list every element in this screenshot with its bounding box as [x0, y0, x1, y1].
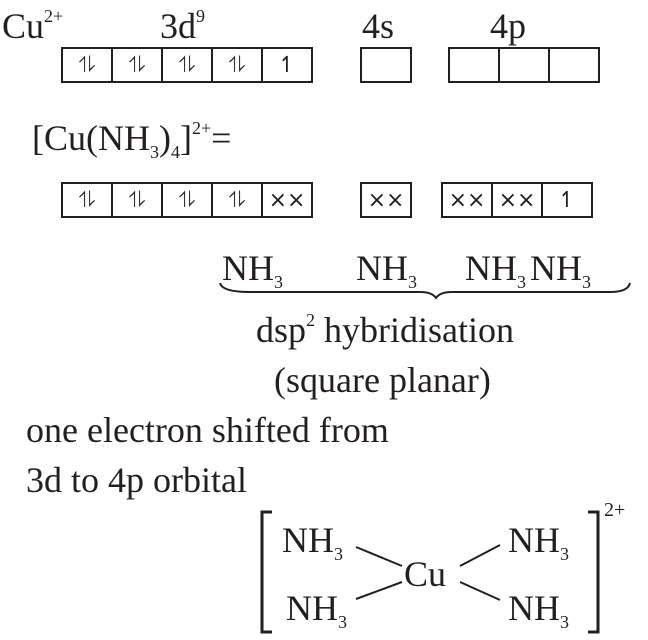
- geometry-text: (square planar): [274, 360, 491, 400]
- ligand-sub: 3: [560, 612, 569, 632]
- ligand-label: NH3: [222, 248, 283, 291]
- structure-center-cu: Cu: [404, 554, 447, 594]
- ligand-base: NH: [508, 520, 560, 560]
- label-3d-text: 3d: [160, 6, 196, 46]
- formula-equals: =: [211, 118, 232, 158]
- hyb-sup: 2: [306, 310, 316, 330]
- orbital-box: ××: [441, 182, 493, 218]
- ligand-sub: 3: [338, 612, 347, 632]
- ligand-sub: 3: [582, 272, 591, 292]
- row2-3d-orbitals: ⥮ ⥮ ⥮ ⥮ ××: [61, 182, 313, 218]
- hybridisation-text: dsp2 hybridisation: [256, 310, 514, 350]
- ligand-label: NH3: [465, 248, 526, 291]
- single-electron-arrow: ↿: [557, 187, 577, 213]
- label-4p: 4p: [490, 6, 526, 46]
- ligand-electron-pair: ××: [367, 187, 405, 213]
- ligand-base: NH: [356, 248, 408, 288]
- ligand-electron-pair: ××: [268, 187, 306, 213]
- row1-4s-orbital: [360, 47, 412, 83]
- label-4s: 4s: [362, 6, 395, 46]
- orbital-box-empty: [548, 47, 600, 83]
- row2-4p-orbitals: ×× ×× ↿: [441, 182, 593, 218]
- right-bracket: [588, 510, 600, 634]
- structure-ligand-bottom-left: NH3: [286, 588, 347, 631]
- structure-ligand-top-left: NH3: [282, 520, 343, 563]
- electron-pair-arrow: ⥮: [79, 52, 95, 78]
- row1-4p-orbitals: [448, 47, 600, 83]
- bond-line: [459, 544, 501, 567]
- ligand-label: NH3: [356, 248, 417, 291]
- electron-pair-arrow: ⥮: [179, 187, 195, 213]
- cu-charge: 2+: [44, 6, 64, 26]
- ligand-sub: 3: [334, 544, 343, 564]
- complex-formula: [Cu(NH3)4]2+=: [32, 118, 232, 161]
- cu-ion-label: Cu2+: [2, 6, 64, 46]
- electron-pair-arrow: ⥮: [129, 187, 145, 213]
- orbital-box: ↿: [261, 47, 313, 83]
- ligand-sub: 3: [517, 272, 526, 292]
- single-electron-arrow: ↿: [277, 52, 297, 78]
- orbital-box-empty: [360, 47, 412, 83]
- bond-line: [459, 581, 501, 601]
- ligand-electron-pair: ××: [498, 187, 536, 213]
- label-3d-sup: 9: [196, 6, 205, 26]
- ligand-base: NH: [282, 520, 334, 560]
- ligand-base: NH: [508, 588, 560, 628]
- left-bracket: [260, 510, 272, 634]
- note-line-2: 3d to 4p orbital: [26, 460, 247, 500]
- electron-pair-arrow: ⥮: [179, 52, 195, 78]
- formula-charge: 2+: [191, 118, 212, 138]
- orbital-box: ××: [360, 182, 412, 218]
- ligand-base: NH: [530, 248, 582, 288]
- structure-ligand-bottom-right: NH3: [508, 588, 569, 631]
- note-line-1: one electron shifted from: [26, 410, 389, 450]
- ligand-base: NH: [286, 588, 338, 628]
- ligand-sub: 3: [560, 544, 569, 564]
- ligand-electron-pair: ××: [448, 187, 486, 213]
- ligand-sub: 3: [408, 272, 417, 292]
- electron-pair-arrow: ⥮: [229, 187, 245, 213]
- ligand-base: NH: [222, 248, 274, 288]
- row2-4s-orbital: ××: [360, 182, 412, 218]
- label-3d: 3d9: [160, 6, 205, 46]
- structure-charge: 2+: [604, 499, 626, 521]
- ligand-label: NH3: [530, 248, 591, 291]
- bond-line: [355, 581, 403, 600]
- electron-pair-arrow: ⥮: [79, 187, 95, 213]
- electron-pair-arrow: ⥮: [229, 52, 245, 78]
- ligand-base: NH: [465, 248, 517, 288]
- orbital-box: ↿: [541, 182, 593, 218]
- hyb-post: hybridisation: [315, 310, 514, 350]
- cu-symbol: Cu: [2, 6, 45, 46]
- brace-path: [219, 282, 631, 300]
- formula-bracket: ]: [179, 118, 192, 158]
- formula-sub3: 3: [149, 142, 159, 162]
- electron-pair-arrow: ⥮: [129, 52, 145, 78]
- formula-close: ): [158, 118, 171, 158]
- ligand-sub: 3: [274, 272, 283, 292]
- orbital-box: ××: [261, 182, 313, 218]
- row1-3d-orbitals: ⥮ ⥮ ⥮ ⥮ ↿: [61, 47, 313, 83]
- structure-ligand-top-right: NH3: [508, 520, 569, 563]
- bond-line: [355, 546, 403, 567]
- hyb-pre: dsp: [256, 310, 307, 350]
- formula-sub4: 4: [170, 142, 180, 162]
- formula-open: [Cu(NH: [32, 118, 150, 158]
